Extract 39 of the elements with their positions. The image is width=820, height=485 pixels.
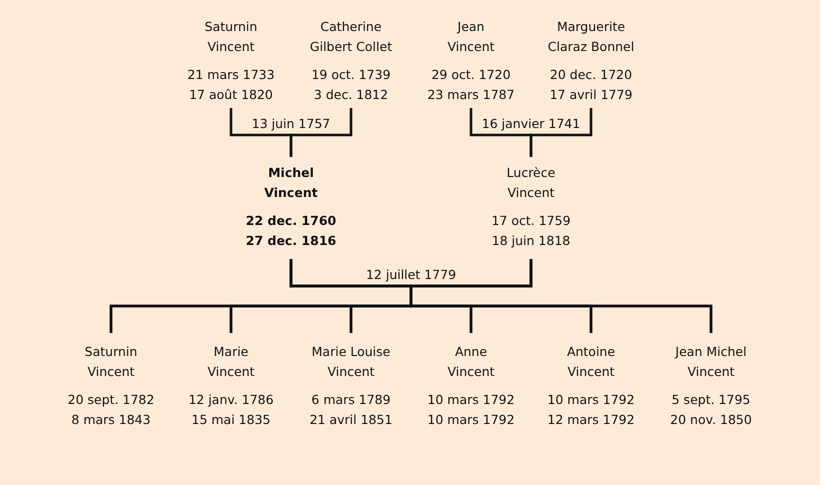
family-line <box>530 108 592 157</box>
birth-date: 17 oct. 1759 <box>491 212 571 230</box>
death-date: 8 mars 1843 <box>71 411 151 429</box>
birth-date: 6 mars 1789 <box>311 391 391 409</box>
birth-date: 19 oct. 1739 <box>311 66 391 84</box>
birth-date: 22 dec. 1760 <box>246 212 336 230</box>
birth-date: 12 janv. 1786 <box>188 391 274 409</box>
family-line <box>290 108 352 157</box>
person-name: Marguerite Claraz Bonnel <box>548 18 634 56</box>
death-date: 17 avril 1779 <box>550 86 632 104</box>
death-date: 12 mars 1792 <box>547 411 635 429</box>
person-name: Marie Louise Vincent <box>312 343 390 381</box>
death-date: 18 juin 1818 <box>492 232 570 250</box>
death-date: 17 août 1820 <box>189 86 273 104</box>
birth-date: 20 dec. 1720 <box>550 66 632 84</box>
death-date: 27 dec. 1816 <box>246 232 336 250</box>
birth-date: 21 mars 1733 <box>187 66 275 84</box>
person-name: Jean Vincent <box>447 18 495 56</box>
death-date: 10 mars 1792 <box>427 411 515 429</box>
death-date: 15 mai 1835 <box>192 411 270 429</box>
person-name: Michel Vincent <box>264 164 318 202</box>
person-name: Marie Vincent <box>207 343 255 381</box>
death-date: 3 dec. 1812 <box>314 86 388 104</box>
person-name: Lucrèce Vincent <box>506 164 556 202</box>
person-name: Anne Vincent <box>447 343 495 381</box>
death-date: 23 mars 1787 <box>427 86 515 104</box>
person-name: Antoine Vincent <box>566 343 616 381</box>
death-date: 20 nov. 1850 <box>670 411 752 429</box>
family-line <box>410 259 712 333</box>
birth-date: 20 sept. 1782 <box>68 391 154 409</box>
birth-date: 10 mars 1792 <box>547 391 635 409</box>
death-date: 21 avril 1851 <box>310 411 392 429</box>
birth-date: 29 oct. 1720 <box>431 66 511 84</box>
birth-date: 5 sept. 1795 <box>672 391 750 409</box>
birth-date: 10 mars 1792 <box>427 391 515 409</box>
person-name: Catherine Gilbert Collet <box>310 18 392 56</box>
person-name: Saturnin Vincent <box>84 343 138 381</box>
person-name: Jean Michel Vincent <box>675 343 747 381</box>
person-name: Saturnin Vincent <box>204 18 258 56</box>
